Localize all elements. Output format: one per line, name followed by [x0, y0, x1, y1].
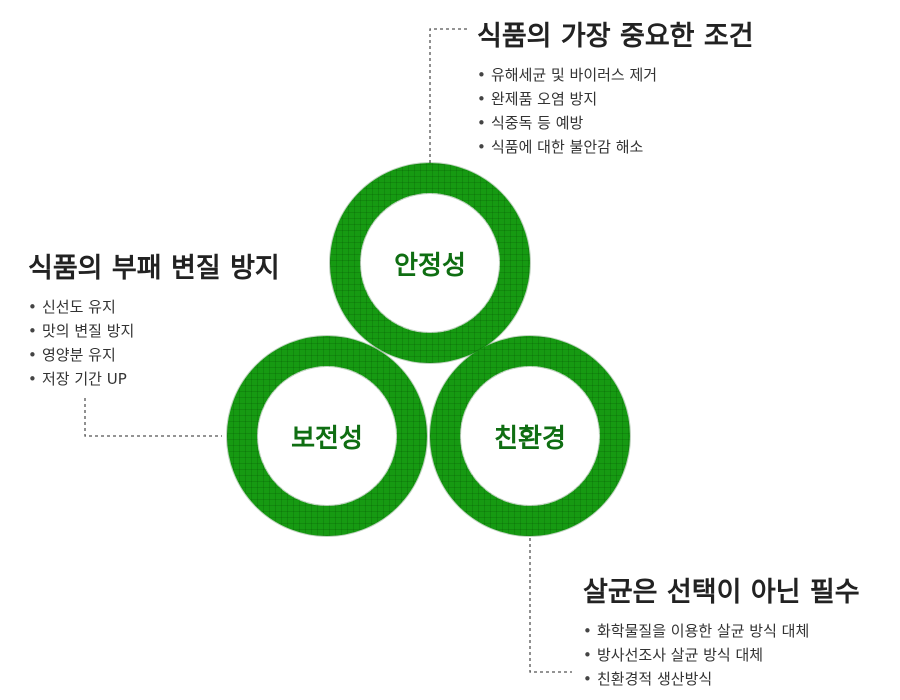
left-list: •신선도 유지 •맛의 변질 방지 •영양분 유지 •저장 기간 UP: [28, 295, 280, 391]
ring-eco: 친환경: [430, 336, 630, 536]
list-item: •완제품 오염 방지: [477, 87, 754, 111]
top-text-block: 식품의 가장 중요한 조건 •유해세균 및 바이러스 제거 •완제품 오염 방지…: [477, 14, 754, 159]
bullet-icon: •: [28, 346, 37, 364]
bullet-icon: •: [583, 670, 592, 688]
ring-label-preservation: 보전성: [291, 423, 363, 454]
list-item: •식품에 대한 불안감 해소: [477, 135, 754, 159]
ring-safety: 안정성: [330, 163, 530, 363]
list-item: •유해세균 및 바이러스 제거: [477, 63, 754, 87]
list-item: •영양분 유지: [28, 343, 280, 367]
list-item: •맛의 변질 방지: [28, 319, 280, 343]
connector-left: [84, 398, 222, 437]
list-item: •저장 기간 UP: [28, 367, 280, 391]
list-item: •방사선조사 살균 방식 대체: [583, 643, 860, 667]
bottom-title: 살균은 선택이 아닌 필수: [583, 577, 860, 608]
connector-top: [429, 28, 470, 163]
left-title: 식품의 부패 변질 방지: [28, 253, 280, 284]
top-title: 식품의 가장 중요한 조건: [477, 21, 754, 52]
bullet-icon: •: [28, 298, 37, 316]
bullet-icon: •: [477, 114, 486, 132]
bullet-icon: •: [28, 370, 37, 388]
bottom-list: •화학물질을 이용한 살균 방식 대체 •방사선조사 살균 방식 대체 •친환경…: [583, 619, 860, 691]
bullet-icon: •: [583, 622, 592, 640]
bullet-icon: •: [477, 66, 486, 84]
bullet-icon: •: [477, 138, 486, 156]
list-item: •식중독 등 예방: [477, 111, 754, 135]
bullet-icon: •: [28, 322, 37, 340]
top-list: •유해세균 및 바이러스 제거 •완제품 오염 방지 •식중독 등 예방 •식품…: [477, 63, 754, 159]
list-item: •화학물질을 이용한 살균 방식 대체: [583, 619, 860, 643]
bullet-icon: •: [477, 90, 486, 108]
ring-label-safety: 안정성: [394, 250, 466, 281]
list-item: •친환경적 생산방식: [583, 667, 860, 691]
ring-label-eco: 친환경: [494, 423, 566, 454]
left-text-block: 식품의 부패 변질 방지 •신선도 유지 •맛의 변질 방지 •영양분 유지 •…: [28, 246, 280, 391]
list-item: •신선도 유지: [28, 295, 280, 319]
connector-bottom: [529, 538, 572, 673]
bullet-icon: •: [583, 646, 592, 664]
bottom-text-block: 살균은 선택이 아닌 필수 •화학물질을 이용한 살균 방식 대체 •방사선조사…: [583, 570, 860, 691]
